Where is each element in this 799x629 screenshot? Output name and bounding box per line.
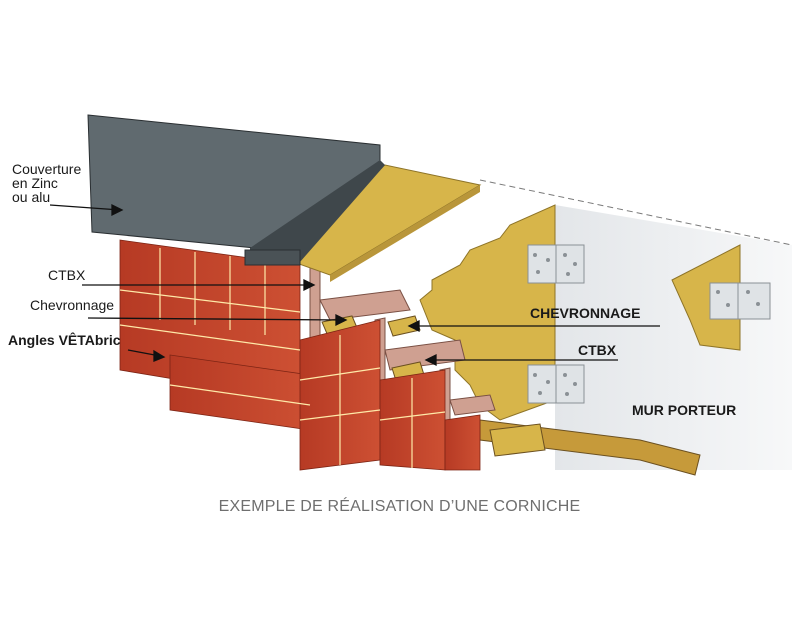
label-ctbx-right: CTBX: [578, 342, 617, 358]
label-couverture: Couverture en Zinc ou alu: [12, 162, 81, 204]
label-angles-vetabric: Angles VÊTAbric: [8, 332, 121, 348]
label-mur-porteur: MUR PORTEUR: [632, 402, 737, 418]
label-ctbx-left: CTBX: [48, 267, 86, 283]
label-couverture-line3: ou alu: [12, 189, 51, 205]
metal-angles: [527, 244, 771, 404]
label-couverture-line1: Couverture: [12, 161, 82, 177]
diagram-caption: EXEMPLE DE RÉALISATION D’UNE CORNICHE: [218, 498, 581, 515]
chevronnage-panel: [419, 204, 741, 421]
leader-lines: [49, 203, 660, 367]
label-chevronnage-right: CHEVRONNAGE: [530, 305, 641, 321]
zinc-covering: [87, 114, 385, 266]
brick-joints: [119, 248, 446, 468]
label-chevronnage-left: Chevronnage: [30, 297, 115, 313]
label-couverture-line2: en Zinc: [12, 175, 58, 191]
